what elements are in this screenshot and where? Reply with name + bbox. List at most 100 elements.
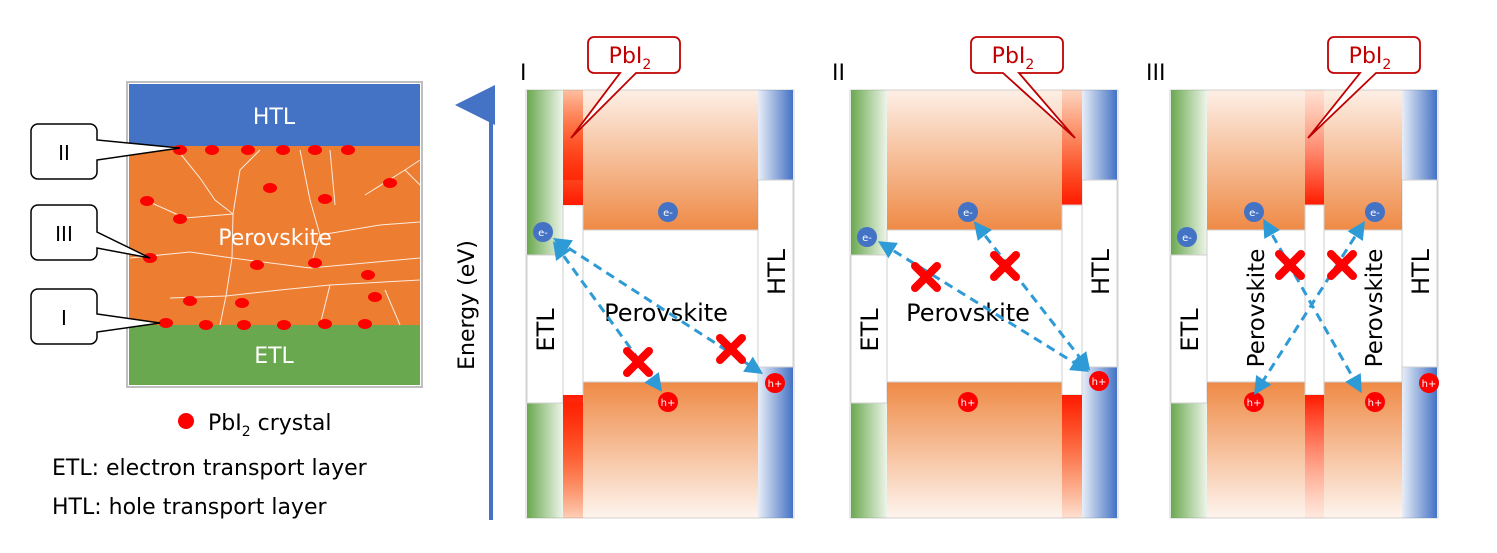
pbi2-dot [263,183,277,193]
pbi2-callout: PbI2 [970,36,1076,139]
pbi2-dot [199,320,213,330]
electron-marker [1365,202,1385,222]
htl-band-label: HTL [763,248,791,295]
blocked-recombination-cross [623,347,653,377]
pbi2-dot [368,292,382,302]
etl-band-label: ETL [532,308,560,352]
panel-roman-label: I [520,61,527,86]
hole-marker [1244,392,1264,412]
etl-band-label: ETL [1176,308,1204,352]
electron-marker-label: e- [1182,233,1192,244]
electron-marker-label: e- [963,208,973,219]
pbi2-dot [140,196,154,206]
energy-axis-label: Energy (eV) [455,240,480,370]
perovskite-band-label: Perovskite [604,299,728,327]
pbi2-dot [308,145,322,155]
pbi2-dot [341,145,355,155]
blocked-recombination-cross [1327,250,1357,280]
pbi2-dot [358,319,372,329]
legend-etl-text: ETL: electron transport layer [52,456,368,481]
etl-layer-label: ETL [254,344,294,369]
blocked-recombination-cross [911,262,941,292]
pbi2-dot [159,318,173,328]
panel-roman-label: II [832,61,845,86]
etl-band-label: ETL [856,308,884,352]
electron-marker [958,202,978,222]
perovskite-band-label: Perovskite [1362,249,1388,368]
device-schematic: HTL Perovskite ETL II III I PbI2 crystal… [30,81,423,520]
htl-layer [129,84,420,146]
perovskite-band-label: Perovskite [1244,249,1270,368]
hole-marker-label: h+ [1422,379,1437,390]
pbi2-callout-label: PbI2 [992,44,1035,73]
grain-boundaries [129,146,421,326]
electron-marker-label: e- [1370,208,1380,219]
htl-band-label: HTL [1407,248,1435,295]
pbi2-bandgap [562,204,584,403]
pbi2-dot [173,214,187,224]
pbi2-callout: PbI2 [570,36,681,139]
etl-gap [1170,254,1208,404]
hole-marker-label: h+ [1368,398,1383,409]
legend-pbi2-dot [178,413,194,429]
electron-marker [857,227,877,247]
panel-roman-label: III [1146,61,1165,86]
electron-marker [1244,202,1264,222]
blocked-recombination-cross [716,334,746,364]
hole-marker [658,392,678,412]
pbi2-callout: PbI2 [1307,36,1421,139]
pbi2-callout-label: PbI2 [1349,44,1392,73]
pbi2-dot [318,319,332,329]
hole-marker-label: h+ [768,379,783,390]
perovskite-layer-label: Perovskite [218,226,332,251]
pbi2-interface-layer [1305,90,1324,205]
electron-marker-label: e- [663,208,673,219]
hole-marker [765,373,785,393]
callout-i: I [30,288,161,345]
callout-i-label: I [61,306,67,330]
callout-iii: III [30,204,151,261]
blocked-recombination-cross [1275,250,1305,280]
pbi2-dot [241,145,255,155]
hole-marker [1419,373,1439,393]
recombination-path-arrow [973,221,1091,371]
hole-marker [1365,392,1385,412]
htl-gap [1401,179,1438,368]
electron-marker-label: e- [862,233,872,244]
callout-ii-label: II [58,141,70,165]
pbi2-dot [361,270,375,280]
pbi2-dot [318,194,332,204]
perovskite-valence-band [887,382,1082,518]
hole-marker-label: h+ [1092,377,1107,388]
htl-layer-label: HTL [253,105,296,130]
pbi2-dot [173,145,187,155]
blocked-recombination-cross [990,251,1020,281]
perovskite-valence-band [1324,382,1402,518]
electron-marker [1177,227,1197,247]
pbi2-dot [235,298,249,308]
hole-marker-label: h+ [661,398,676,409]
pbi2-callout-label: PbI2 [609,44,652,73]
pbi2-dot [183,296,197,306]
pbi2-dot [276,145,290,155]
hole-marker-label: h+ [961,398,976,409]
hole-marker [1089,371,1109,391]
legend-htl-text: HTL: hole transport layer [52,495,327,520]
recombination-path-arrow [1254,220,1365,396]
pbi2-dot [205,145,219,155]
callout-ii: II [30,123,181,180]
electron-marker-label: e- [538,228,548,239]
pbi2-dot [250,260,264,270]
pbi2-dot [277,320,291,330]
pbi2-dot [308,258,322,268]
etl-layer [129,325,420,385]
pbi2-interface-layer [1062,90,1082,205]
htl-band-label: HTL [1087,248,1115,295]
electron-marker [533,222,553,242]
pbi2-crystal-dots [140,145,397,330]
hole-marker [958,392,978,412]
